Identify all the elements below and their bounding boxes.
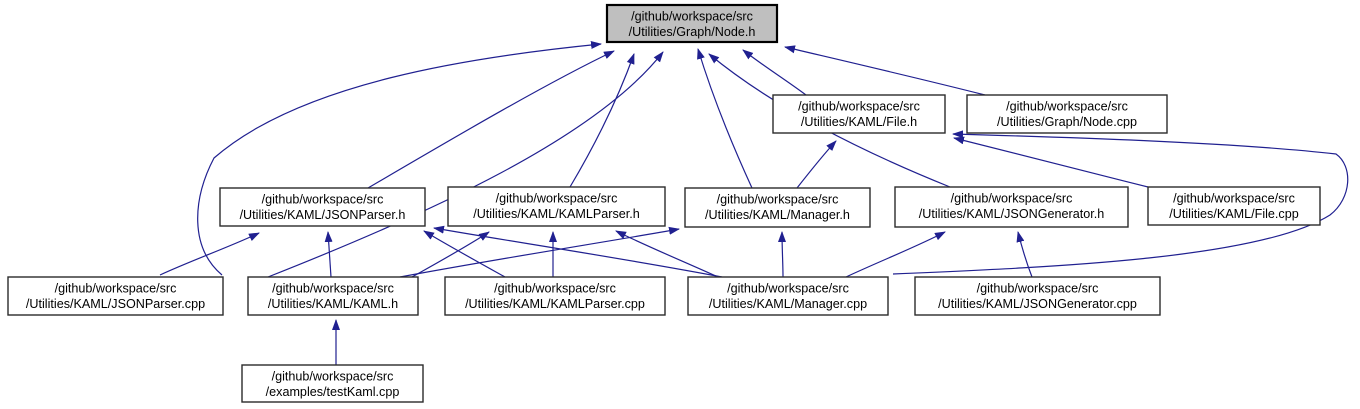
node-label-file-cpp-line1: /github/workspace/src (1173, 192, 1295, 206)
node-jsongenerator-h[interactable]: /github/workspace/src/Utilities/KAML/JSO… (894, 186, 1129, 228)
node-label-kamlparser-h-line1: /github/workspace/src (496, 192, 618, 206)
node-box-manager-h[interactable] (684, 187, 871, 228)
node-label-jsonparser-h-line1: /github/workspace/src (262, 193, 384, 207)
node-box-jsongenerator-cpp[interactable] (914, 276, 1161, 316)
node-label-node-h-line2: /Utilities/Graph/Node.h (629, 25, 756, 39)
node-label-file-cpp-line2: /Utilities/KAML/File.cpp (1169, 207, 1298, 221)
node-kamlparser-cpp[interactable]: /github/workspace/src/Utilities/KAML/KAM… (444, 276, 666, 316)
node-label-testkaml-cpp-line1: /github/workspace/src (272, 370, 394, 384)
edge-jsonparser-cpp-to-node-h (197, 41, 602, 276)
edge-jsonparser-h-to-node-h (367, 50, 615, 189)
node-label-manager-h-line1: /github/workspace/src (717, 193, 839, 207)
edge-jsonparser-cpp-to-jsonparser-h (159, 232, 260, 276)
node-box-jsonparser-h[interactable] (219, 187, 426, 227)
edge-kaml-h-to-jsonparser-h (324, 231, 333, 278)
edge-node-cpp-to-node-h (784, 45, 986, 96)
node-label-jsonparser-cpp-line2: /Utilities/KAML/JSONParser.cpp (26, 297, 205, 311)
node-label-kamlparser-cpp-line1: /github/workspace/src (494, 282, 616, 296)
node-box-node-h[interactable] (605, 3, 779, 44)
node-label-manager-h-line2: /Utilities/KAML/Manager.h (705, 208, 850, 222)
node-label-kamlparser-h-line2: /Utilities/KAML/KAMLParser.h (473, 207, 640, 221)
node-label-jsongenerator-cpp-line1: /github/workspace/src (977, 282, 1099, 296)
edge-manager-cpp-to-jsongenerator-h (845, 231, 946, 278)
node-jsonparser-h[interactable]: /github/workspace/src/Utilities/KAML/JSO… (219, 187, 426, 227)
edge-kaml-h-to-kamlparser-h (411, 231, 490, 278)
edge-manager-h-to-file-h (796, 140, 837, 189)
node-box-kaml-h[interactable] (247, 276, 419, 316)
node-box-testkaml-cpp[interactable] (241, 364, 424, 403)
edge-manager-cpp-to-manager-h (778, 231, 787, 278)
node-label-kaml-h-line2: /Utilities/KAML/KAML.h (268, 297, 398, 311)
node-label-jsonparser-h-line2: /Utilities/KAML/JSONParser.h (240, 208, 406, 222)
node-label-manager-cpp-line1: /github/workspace/src (727, 282, 849, 296)
node-label-kaml-h-line1: /github/workspace/src (272, 282, 394, 296)
node-node-cpp[interactable]: /github/workspace/src/Utilities/Graph/No… (966, 94, 1168, 134)
node-label-jsongenerator-h-line1: /github/workspace/src (951, 192, 1073, 206)
edge-file-cpp-to-file-h (953, 136, 1149, 188)
node-box-jsonparser-cpp[interactable] (7, 276, 224, 316)
node-jsonparser-cpp[interactable]: /github/workspace/src/Utilities/KAML/JSO… (7, 276, 224, 316)
node-file-cpp[interactable]: /github/workspace/src/Utilities/KAML/Fil… (1147, 186, 1321, 226)
edge-kaml-h-to-node-h (267, 51, 664, 278)
node-box-file-h[interactable] (772, 94, 946, 134)
node-jsongenerator-cpp[interactable]: /github/workspace/src/Utilities/KAML/JSO… (914, 276, 1161, 316)
node-box-kamlparser-cpp[interactable] (444, 276, 666, 316)
node-node-h[interactable]: /github/workspace/src/Utilities/Graph/No… (605, 3, 779, 44)
edge-file-h-to-node-h (742, 49, 807, 96)
node-box-file-cpp[interactable] (1147, 186, 1321, 226)
node-box-jsongenerator-h[interactable] (894, 186, 1129, 228)
node-label-manager-cpp-line2: /Utilities/KAML/Manager.cpp (709, 297, 867, 311)
node-box-kamlparser-h[interactable] (447, 186, 666, 227)
edge-kaml-h-to-manager-h (399, 226, 680, 278)
node-label-jsongenerator-cpp-line2: /Utilities/KAML/JSONGenerator.cpp (938, 297, 1137, 311)
node-label-jsongenerator-h-line2: /Utilities/KAML/JSONGenerator.h (919, 207, 1104, 221)
node-label-jsonparser-cpp-line1: /github/workspace/src (55, 282, 177, 296)
edge-kamlparser-h-to-node-h (569, 53, 635, 188)
edge-manager-h-to-node-h (697, 48, 753, 189)
edge-manager-cpp-to-file-h (892, 130, 1349, 275)
edge-kamlparser-cpp-to-jsonparser-h (423, 230, 506, 278)
edge-jsongenerator-cpp-to-jsongenerator-h (1016, 231, 1033, 278)
node-manager-h[interactable]: /github/workspace/src/Utilities/KAML/Man… (684, 187, 871, 228)
node-box-node-cpp[interactable] (966, 94, 1168, 134)
node-label-file-h-line1: /github/workspace/src (798, 100, 920, 114)
node-file-h[interactable]: /github/workspace/src/Utilities/KAML/Fil… (772, 94, 946, 134)
node-manager-cpp[interactable]: /github/workspace/src/Utilities/KAML/Man… (687, 276, 889, 316)
node-label-file-h-line2: /Utilities/KAML/File.h (801, 115, 917, 129)
node-box-manager-cpp[interactable] (687, 276, 889, 316)
node-kaml-h[interactable]: /github/workspace/src/Utilities/KAML/KAM… (247, 276, 419, 316)
node-testkaml-cpp[interactable]: /github/workspace/src/examples/testKaml.… (241, 364, 424, 403)
edge-manager-cpp-to-kamlparser-h (615, 230, 719, 278)
edge-manager-cpp-to-jsonparser-h (433, 225, 723, 278)
node-label-node-cpp-line2: /Utilities/Graph/Node.cpp (997, 115, 1137, 129)
node-label-node-cpp-line1: /github/workspace/src (1006, 100, 1128, 114)
node-label-kamlparser-cpp-line2: /Utilities/KAML/KAMLParser.cpp (465, 297, 645, 311)
node-kamlparser-h[interactable]: /github/workspace/src/Utilities/KAML/KAM… (447, 186, 666, 227)
node-label-node-h-line1: /github/workspace/src (631, 10, 753, 24)
node-label-testkaml-cpp-line2: /examples/testKaml.cpp (266, 385, 400, 399)
